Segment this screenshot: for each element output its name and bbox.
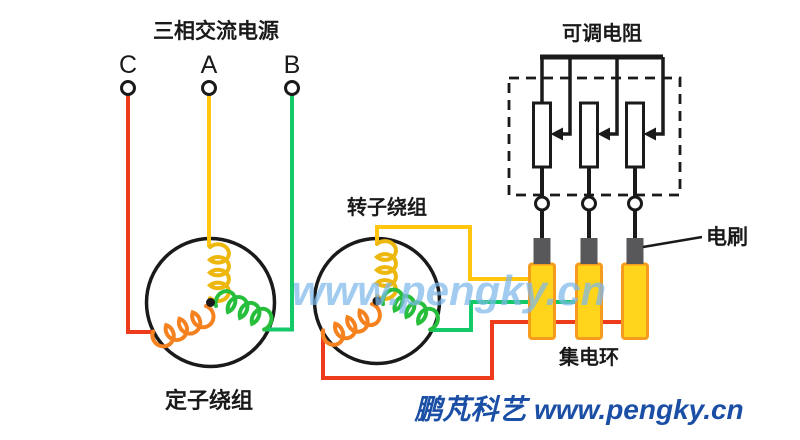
resistor-3 <box>625 101 645 169</box>
stator-assembly <box>126 94 294 369</box>
phase-b-label: B <box>284 51 301 79</box>
adjustable-resistor-assembly <box>507 54 682 212</box>
wiper-arrow-1 <box>550 127 563 141</box>
brush-3 <box>626 238 644 264</box>
resistor-title: 可调电阻 <box>562 22 642 45</box>
rotor-winding-label: 转子绕组 <box>347 195 427 219</box>
wiper-drop-wires <box>560 57 665 136</box>
slip-ring-brush-assembly <box>528 167 703 340</box>
slip-ring-label: 集电环 <box>558 345 619 369</box>
stator-coil-green <box>213 289 274 332</box>
wiper-arrow-2 <box>597 127 610 141</box>
stator-winding-label: 定子绕组 <box>165 388 253 413</box>
slip-ring-3 <box>621 262 649 340</box>
resistor-terminal-1 <box>534 195 550 212</box>
brush-label: 电刷 <box>706 226 748 249</box>
rotor-coil-orange <box>320 302 382 347</box>
rotor-wire-green <box>430 300 581 332</box>
brush-2 <box>580 238 598 264</box>
phase-c-wire <box>126 94 154 334</box>
resistor-1 <box>532 101 552 169</box>
rotor-coil-yellow <box>373 239 398 301</box>
phase-b-wire <box>263 94 294 332</box>
resistor-terminal-2 <box>581 195 597 212</box>
power-source-terminals <box>120 80 300 96</box>
rotor-wire-yellow <box>375 225 533 281</box>
resistor-dashed-box <box>507 76 682 197</box>
wiper-arrow-3 <box>643 127 656 141</box>
stator-star-point <box>206 298 215 307</box>
phase-c-label: C <box>119 51 137 79</box>
power-source-title: 三相交流电源 <box>153 19 279 43</box>
terminal-a <box>201 80 217 96</box>
footer-text: 鹏芃科艺 www.pengky.cn <box>413 394 743 425</box>
resistor-2 <box>579 101 599 169</box>
stator-coil-orange <box>150 304 216 349</box>
phase-a-label: A <box>201 51 218 79</box>
watermark-text: www.pengky.cn <box>292 267 606 314</box>
brush-pointer-line <box>642 235 703 249</box>
terminal-c <box>120 80 136 96</box>
brush-1 <box>533 238 551 264</box>
rotor-coil-green <box>380 287 440 332</box>
brush-lead-wires <box>540 210 637 239</box>
rotor-star-point <box>372 296 382 306</box>
terminal-b <box>284 80 300 96</box>
resistor-lead-wires <box>540 167 637 197</box>
stator-coil-yellow <box>206 242 231 303</box>
resistor-terminal-3 <box>627 195 643 212</box>
